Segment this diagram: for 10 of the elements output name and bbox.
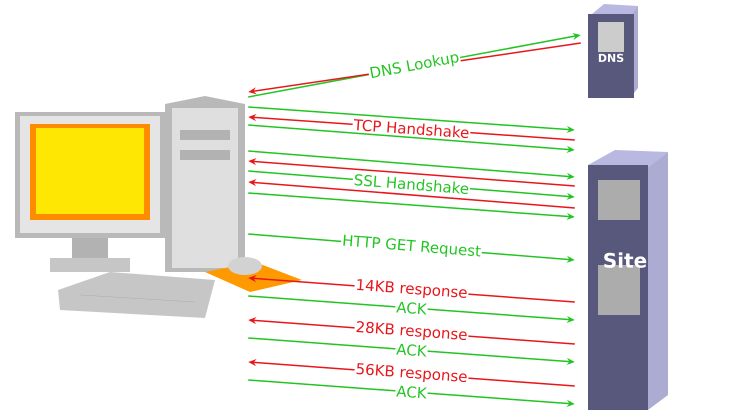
server-drawing: Site	[588, 150, 668, 410]
edge-label: SSL Handshake	[352, 172, 471, 196]
edge-label: ACK	[394, 300, 428, 316]
edge-label: DNS Lookup	[367, 49, 462, 83]
computer-drawing	[15, 96, 302, 318]
server-drawing: DNS	[588, 4, 638, 98]
edge-label: ACK	[394, 384, 428, 400]
edge-label: HTTP GET Request	[340, 233, 482, 261]
edge-label: ACK	[394, 342, 428, 358]
edge-label: TCP Handshake	[352, 118, 471, 140]
